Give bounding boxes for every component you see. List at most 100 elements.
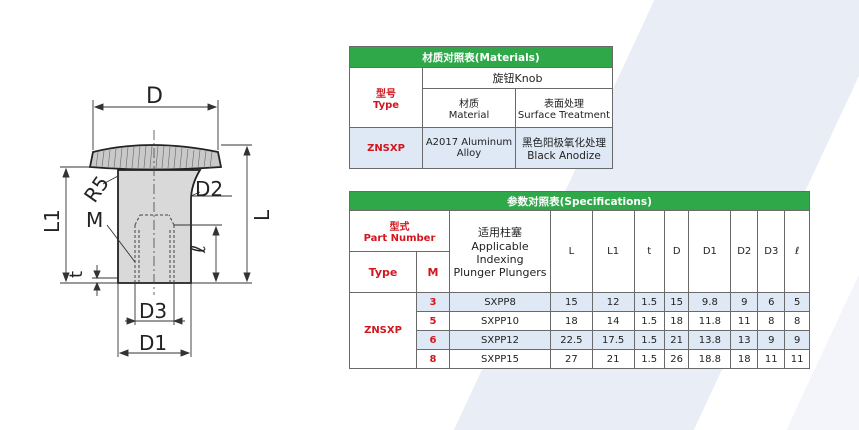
row-cell: 18 <box>730 349 759 369</box>
specs-type-value: ZNSXP <box>349 292 417 369</box>
dim-M <box>106 224 136 263</box>
label-ell: ℓ <box>186 245 210 254</box>
row-cell: 15 <box>550 292 593 312</box>
threaded-hole <box>134 214 175 283</box>
dim-L <box>191 144 252 284</box>
dim-D2 <box>190 191 232 197</box>
row-cell: 1.5 <box>633 349 665 369</box>
label-D3: D3 <box>139 299 167 323</box>
dim-D3 <box>125 283 185 325</box>
row-plunger: SXPP10 <box>449 311 551 331</box>
material-header: 材质 Material <box>422 88 516 128</box>
dim-D <box>92 100 219 150</box>
col-D3: D3 <box>757 210 786 293</box>
dim-R5 <box>102 175 119 185</box>
part-number-en: Part Number <box>363 233 436 244</box>
row-m: 6 <box>416 330 450 350</box>
label-R5: R5 <box>79 171 114 207</box>
label-M: M <box>86 208 103 232</box>
m-header: M <box>416 251 450 293</box>
col-L1: L1 <box>591 210 635 293</box>
row-m: 8 <box>416 349 450 369</box>
specs-title: 参数对照表(Specifications) <box>349 191 810 211</box>
col-ell: ℓ <box>784 210 810 293</box>
row-cell: 18 <box>663 311 690 331</box>
row-cell: 9.8 <box>688 292 732 312</box>
materials-type-header: 型号 Type <box>349 67 423 128</box>
row-cell: 17.5 <box>591 330 635 350</box>
surface-header: 表面处理 Surface Treatment <box>515 88 613 128</box>
plunger-en-1: Applicable <box>471 240 529 253</box>
dim-D1 <box>117 283 192 357</box>
knob-body <box>117 169 202 284</box>
row-plunger: SXPP15 <box>449 349 551 369</box>
knob-cap <box>88 144 223 171</box>
dim-L1 <box>60 166 118 284</box>
row-cell: 9 <box>730 292 759 312</box>
row-cell: 1.5 <box>633 311 665 331</box>
row-cell: 26 <box>663 349 690 369</box>
row-cell: 6 <box>757 292 786 312</box>
specifications-table: 参数对照表(Specifications) 型式 Part Number 适用柱… <box>349 191 810 369</box>
type-header: Type <box>349 251 417 293</box>
knurl-hatch <box>95 145 213 169</box>
plunger-en-3: Plunger Plungers <box>453 266 547 279</box>
materials-row-type: ZNSXP <box>349 127 423 169</box>
row-cell: 12 <box>591 292 635 312</box>
label-L1: L1 <box>40 209 64 233</box>
row-cell: 13 <box>730 330 759 350</box>
material-line-2: Alloy <box>456 148 482 159</box>
type-cn: 型号 <box>376 88 396 100</box>
col-L: L <box>550 210 593 293</box>
surface-value-cn: 黑色阳极氧化处理 <box>522 136 606 149</box>
row-m: 3 <box>416 292 450 312</box>
part-number-header: 型式 Part Number <box>349 210 450 252</box>
material-en: Material <box>448 110 490 121</box>
material-cn: 材质 <box>459 99 479 110</box>
label-D: D <box>146 84 163 109</box>
label-D1: D1 <box>139 331 167 355</box>
row-cell: 9 <box>784 330 810 350</box>
surface-cn: 表面处理 <box>544 99 584 110</box>
dim-t <box>92 265 118 296</box>
row-cell: 15 <box>663 292 690 312</box>
row-cell: 11 <box>784 349 810 369</box>
row-cell: 11.8 <box>688 311 732 331</box>
surface-en: Surface Treatment <box>517 110 611 121</box>
surface-value-en: Black Anodize <box>527 149 601 162</box>
row-cell: 27 <box>550 349 593 369</box>
plunger-en-2: Indexing <box>476 253 524 266</box>
row-cell: 18.8 <box>688 349 732 369</box>
col-t: t <box>633 210 665 293</box>
row-cell: 8 <box>784 311 810 331</box>
materials-row-surface: 黑色阳极氧化处理 Black Anodize <box>515 127 613 169</box>
materials-row-material: A2017 Aluminum Alloy <box>422 127 516 169</box>
dim-ell <box>174 224 222 283</box>
label-L: L <box>250 209 274 221</box>
col-D2: D2 <box>730 210 759 293</box>
row-m: 5 <box>416 311 450 331</box>
row-cell: 21 <box>663 330 690 350</box>
row-cell: 8 <box>757 311 786 331</box>
row-cell: 11 <box>757 349 786 369</box>
col-D1: D1 <box>688 210 732 293</box>
row-cell: 1.5 <box>633 330 665 350</box>
label-D2: D2 <box>195 177 223 201</box>
row-cell: 18 <box>550 311 593 331</box>
part-number-cn: 型式 <box>389 222 410 233</box>
row-plunger: SXPP8 <box>449 292 551 312</box>
row-cell: 22.5 <box>550 330 593 350</box>
plunger-cn: 适用柱塞 <box>478 226 522 239</box>
row-cell: 1.5 <box>633 292 665 312</box>
plunger-header: 适用柱塞 Applicable Indexing Plunger Plunger… <box>449 210 551 293</box>
label-t: t <box>66 271 87 278</box>
technical-drawing: D R5 D2 L L1 M ℓ t D3 D1 <box>0 0 330 418</box>
knob-header: 旋钮Knob <box>422 67 613 89</box>
row-cell: 21 <box>591 349 635 369</box>
row-cell: 9 <box>757 330 786 350</box>
row-cell: 5 <box>784 292 810 312</box>
row-cell: 14 <box>591 311 635 331</box>
row-plunger: SXPP12 <box>449 330 551 350</box>
col-D: D <box>663 210 690 293</box>
material-line-1: A2017 Aluminum <box>425 137 513 148</box>
